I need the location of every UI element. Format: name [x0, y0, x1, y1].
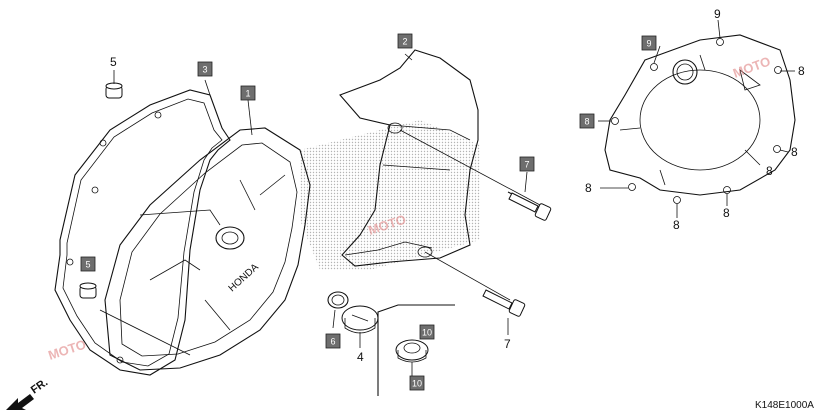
- flange-bolt-upper[interactable]: [399, 129, 552, 221]
- front-arrow: FR.: [6, 376, 50, 410]
- callout-9[interactable]: 9: [714, 7, 721, 21]
- callout-8-bottom-b[interactable]: 8: [723, 206, 730, 220]
- callout-box-3[interactable]: 3: [197, 61, 213, 77]
- callout-4[interactable]: 4: [357, 350, 364, 364]
- svg-text:8: 8: [584, 117, 589, 127]
- right-cover-outline[interactable]: [604, 34, 796, 204]
- cover-brand-text: HONDA: [227, 262, 261, 295]
- o-ring[interactable]: [327, 291, 349, 309]
- svg-text:1: 1: [245, 89, 250, 99]
- callout-5[interactable]: 5: [110, 55, 117, 69]
- callout-box-9[interactable]: 9: [641, 35, 657, 51]
- dowel-pin-bottom[interactable]: [79, 282, 97, 299]
- callout-8-right-top[interactable]: 8: [798, 64, 805, 78]
- svg-text:7: 7: [524, 160, 529, 170]
- watermark-right: MOTO: [731, 53, 773, 80]
- upper-cover[interactable]: [339, 49, 479, 267]
- flange-bolt-lower[interactable]: [424, 251, 526, 317]
- callout-box-2[interactable]: 2: [397, 33, 413, 49]
- callout-box-5[interactable]: 5: [80, 256, 96, 272]
- timing-hole-cap[interactable]: [395, 339, 429, 363]
- part-code: K148E1000A: [755, 400, 814, 411]
- svg-text:6: 6: [330, 337, 335, 347]
- inset-frame: [377, 304, 455, 396]
- callout-box-8[interactable]: 8: [579, 113, 595, 129]
- svg-text:5: 5: [85, 260, 90, 270]
- watermark-left: MOTO: [46, 337, 88, 363]
- callout-8-right-mid[interactable]: 8: [791, 145, 798, 159]
- dowel-pin-top[interactable]: [105, 82, 123, 99]
- svg-text:3: 3: [202, 65, 207, 75]
- svg-text:9: 9: [646, 39, 651, 49]
- svg-text:2: 2: [402, 37, 407, 47]
- callout-box-6[interactable]: 6: [325, 333, 341, 349]
- hole-cap[interactable]: [341, 305, 379, 334]
- callout-7[interactable]: 7: [504, 337, 511, 351]
- callout-8-bottom-c[interactable]: 8: [766, 164, 773, 178]
- svg-text:10: 10: [412, 379, 422, 389]
- svg-text:10: 10: [422, 328, 432, 338]
- dotted-shade: [300, 120, 480, 270]
- callout-box-10-bottom[interactable]: 10: [409, 375, 425, 391]
- callout-box-1[interactable]: 1: [240, 85, 256, 101]
- callout-8-left[interactable]: 8: [585, 181, 592, 195]
- left-crankcase-cover[interactable]: HONDA: [99, 127, 311, 371]
- gasket[interactable]: [54, 89, 231, 376]
- callout-box-7[interactable]: 7: [519, 156, 535, 172]
- front-label: FR.: [29, 376, 50, 396]
- callout-8-bottom-a[interactable]: 8: [673, 218, 680, 232]
- callout-box-10-top[interactable]: 10: [419, 324, 435, 340]
